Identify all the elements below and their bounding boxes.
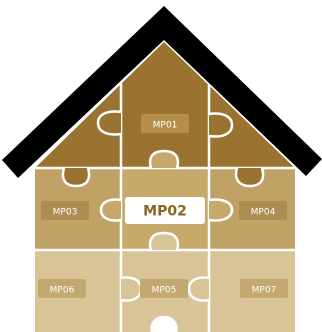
label-box-mp05	[140, 279, 188, 298]
label-box-mp01	[141, 114, 189, 133]
knob-attic-left	[96, 110, 122, 136]
knob-mp07-left	[187, 276, 210, 302]
label-mp05: MP05	[152, 286, 177, 296]
knob-mp02-right	[208, 198, 234, 222]
knob-mp02-left	[99, 198, 122, 222]
label-mp02: MP02	[143, 204, 187, 220]
label-box-mp02	[125, 197, 205, 224]
knob-mp03-up	[61, 167, 91, 188]
attic-region	[35, 42, 295, 168]
label-mp07: MP07	[252, 286, 277, 296]
label-box-mp06	[38, 279, 86, 298]
label-mp01: MP01	[153, 121, 178, 131]
label-box-mp07	[240, 279, 288, 298]
puzzle-knobs	[61, 110, 265, 332]
knob-mp06-right	[120, 276, 143, 302]
roof	[2, 6, 322, 178]
knob-mp05-up	[148, 231, 180, 251]
label-mp04: MP04	[251, 208, 276, 218]
knob-mp01-down	[148, 149, 180, 169]
knob-bottom	[150, 315, 178, 332]
label-mp03: MP03	[53, 208, 78, 218]
knob-attic-right	[208, 112, 234, 138]
label-box-mp04	[239, 201, 287, 220]
knob-mp04-up	[234, 167, 265, 188]
label-mp06: MP06	[50, 286, 75, 296]
label-box-mp03	[41, 201, 89, 220]
